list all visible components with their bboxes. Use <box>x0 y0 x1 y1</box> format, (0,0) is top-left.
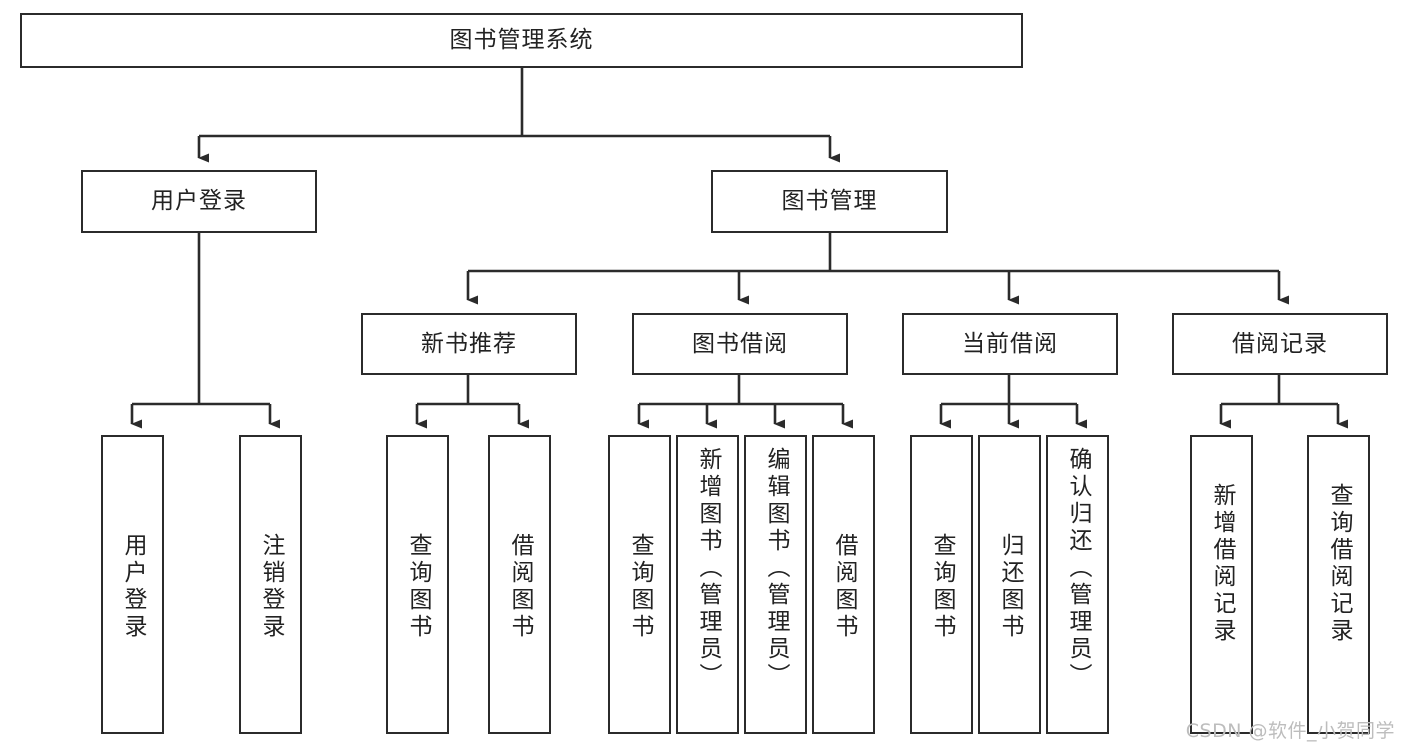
node-leaf-query-record-label: 查询借阅记录 <box>1326 483 1352 645</box>
node-new-book-recommend-label: 新书推荐 <box>421 330 517 357</box>
node-leaf-query-book-a[interactable]: 查询图书 <box>386 435 449 734</box>
csdn-watermark: CSDN @软件_小贺同学 <box>1185 720 1395 742</box>
node-leaf-logout-label: 注销登录 <box>258 533 284 641</box>
node-leaf-borrow-book-a-label: 借阅图书 <box>507 533 533 641</box>
node-current-borrow-label: 当前借阅 <box>962 330 1058 357</box>
node-leaf-query-book-a-label: 查询图书 <box>405 533 431 641</box>
node-leaf-logout[interactable]: 注销登录 <box>239 435 302 734</box>
node-leaf-add-record-label: 新增借阅记录 <box>1209 483 1235 645</box>
node-user-login[interactable]: 用户登录 <box>81 170 317 233</box>
node-leaf-confirm-return-label: 确认归还（管理员） <box>1065 447 1091 690</box>
node-leaf-query-book-c[interactable]: 查询图书 <box>910 435 973 734</box>
node-leaf-add-book[interactable]: 新增图书（管理员） <box>676 435 739 734</box>
node-root-system[interactable]: 图书管理系统 <box>20 13 1023 68</box>
node-leaf-borrow-book-a[interactable]: 借阅图书 <box>488 435 551 734</box>
node-leaf-borrow-book-b[interactable]: 借阅图书 <box>812 435 875 734</box>
node-leaf-borrow-book-b-label: 借阅图书 <box>831 533 857 641</box>
node-leaf-query-book-b[interactable]: 查询图书 <box>608 435 671 734</box>
node-leaf-return-book[interactable]: 归还图书 <box>978 435 1041 734</box>
node-leaf-query-record[interactable]: 查询借阅记录 <box>1307 435 1370 734</box>
node-book-borrow-label: 图书借阅 <box>692 330 788 357</box>
node-leaf-login-label: 用户登录 <box>120 533 146 641</box>
node-book-manage-label: 图书管理 <box>781 188 878 215</box>
node-user-login-label: 用户登录 <box>151 188 247 215</box>
node-leaf-query-book-b-label: 查询图书 <box>627 533 653 641</box>
node-leaf-query-book-c-label: 查询图书 <box>929 533 955 641</box>
node-borrow-record-label: 借阅记录 <box>1232 330 1328 357</box>
node-root-system-label: 图书管理系统 <box>449 27 594 54</box>
node-new-book-recommend[interactable]: 新书推荐 <box>361 313 577 375</box>
node-leaf-confirm-return[interactable]: 确认归还（管理员） <box>1046 435 1109 734</box>
node-leaf-edit-book[interactable]: 编辑图书（管理员） <box>744 435 807 734</box>
node-book-manage[interactable]: 图书管理 <box>711 170 948 233</box>
node-leaf-edit-book-label: 编辑图书（管理员） <box>763 447 789 690</box>
node-book-borrow[interactable]: 图书借阅 <box>632 313 848 375</box>
node-leaf-add-book-label: 新增图书（管理员） <box>695 447 721 690</box>
node-borrow-record[interactable]: 借阅记录 <box>1172 313 1388 375</box>
node-leaf-add-record[interactable]: 新增借阅记录 <box>1190 435 1253 734</box>
node-current-borrow[interactable]: 当前借阅 <box>902 313 1118 375</box>
node-leaf-login[interactable]: 用户登录 <box>101 435 164 734</box>
node-leaf-return-book-label: 归还图书 <box>997 533 1023 641</box>
